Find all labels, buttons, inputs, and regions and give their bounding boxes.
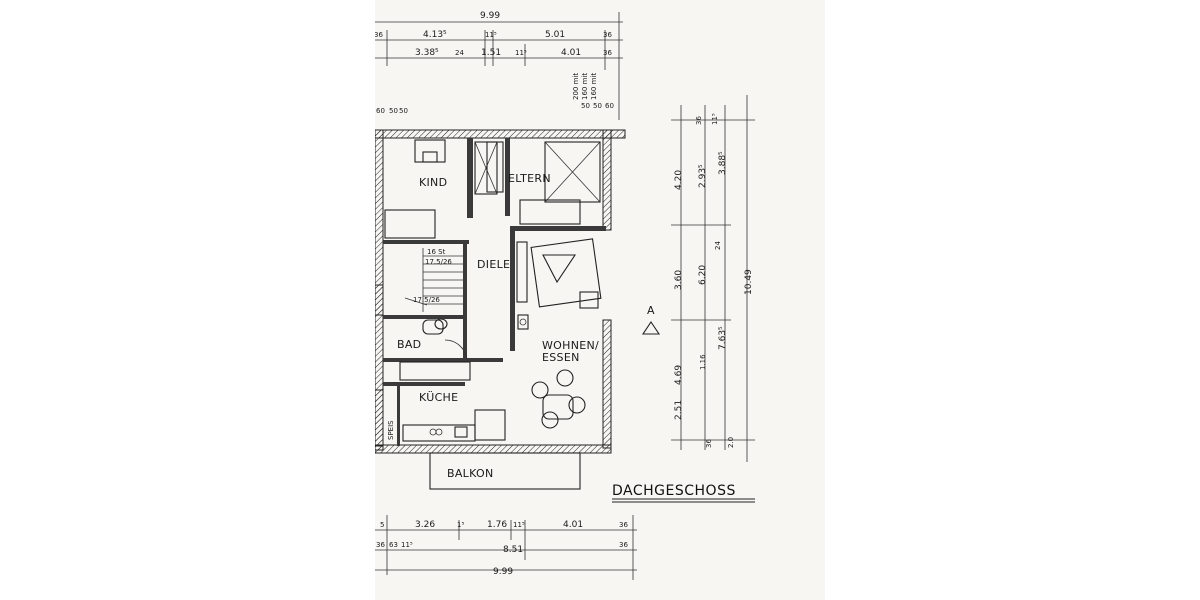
right-dim-2-5: 7.63⁵ xyxy=(718,326,728,350)
top-dim-2-2: 24 xyxy=(455,49,464,57)
bottom-dim-2-3: 11⁵ xyxy=(401,541,413,549)
bottom-dim-1-1: 5 xyxy=(380,521,384,529)
window-note-3: 160 mit xyxy=(590,73,598,100)
bottom-dimension-chains: 5 3.26 1⁵ 1.76 11⁵ 4.01 36 36 63 11⁵ 8.5… xyxy=(375,515,637,580)
room-balkon: BALKON xyxy=(447,467,494,480)
room-diele: DIELE xyxy=(477,258,510,271)
top-dim-1-3: 11⁵ xyxy=(485,31,497,39)
bottom-dim-1-7: 36 xyxy=(619,521,628,529)
top-dim-3-6: 60 xyxy=(605,102,614,110)
room-bad: BAD xyxy=(397,338,421,351)
top-dim-2-3: 1.51 xyxy=(481,48,501,58)
room-kind: KIND xyxy=(419,176,447,189)
staircase: 16 St 17.5/26 17.5/26 xyxy=(404,248,463,312)
stair-note-b: 17.5/26 xyxy=(425,258,452,266)
top-dim-3-5: 50 xyxy=(593,102,602,110)
bottom-dim-1-5: 11⁵ xyxy=(513,521,525,529)
section-marker: A xyxy=(641,304,661,335)
right-dim-3-3: 2.0 xyxy=(727,437,735,448)
top-dim-1-2: 4.13⁵ xyxy=(423,30,447,40)
right-dim-1-3: 4.69 xyxy=(674,365,684,385)
right-dim-2-1: 36 xyxy=(695,116,703,125)
top-dim-3-2: 50 xyxy=(389,107,398,115)
top-dim-2-5: 4.01 xyxy=(561,48,581,58)
bottom-total-dim: 9.99 xyxy=(493,567,513,577)
stair-note-a: 16 St xyxy=(427,248,446,256)
top-dim-1-4: 5.01 xyxy=(545,30,565,40)
balcony-outline xyxy=(429,452,581,490)
room-kueche: KÜCHE xyxy=(419,391,458,404)
floor-plan-drawing: 9.99 36 4.13⁵ 11⁵ 5.01 36 3.38⁵ 24 1.51 … xyxy=(375,11,755,580)
sheet-title: DACHGESCHOSS xyxy=(612,483,736,499)
right-dim-2-6: 1.16 xyxy=(699,354,707,370)
right-total-dim: 10.49 xyxy=(744,269,754,295)
room-eltern: ELTERN xyxy=(508,172,551,185)
top-dim-3-3: 50 xyxy=(399,107,408,115)
room-labels: KIND ELTERN DIELE BAD WOHNEN/ ESSEN KÜCH… xyxy=(387,172,599,480)
top-dim-2-1: 3.38⁵ xyxy=(415,48,439,58)
right-dim-1-2: 3.60 xyxy=(674,270,684,290)
bottom-dim-2-4: 8.51 xyxy=(503,545,523,555)
room-wohnen-2: ESSEN xyxy=(542,351,580,364)
right-dim-2-4: 6.20 xyxy=(698,265,708,285)
stair-note-c: 17.5/26 xyxy=(413,296,440,304)
right-dim-3-1: 3.88⁵ xyxy=(718,151,728,175)
bottom-dim-2-1: 36 xyxy=(376,541,385,549)
top-dimension-chains: 9.99 36 4.13⁵ 11⁵ 5.01 36 3.38⁵ 24 1.51 … xyxy=(375,11,623,120)
top-total-dim: 9.99 xyxy=(480,11,500,21)
bottom-dim-1-4: 1.76 xyxy=(487,520,507,530)
room-wohnen-1: WOHNEN/ xyxy=(542,339,599,352)
right-dim-2-3: 11⁵ xyxy=(711,113,719,125)
top-dim-1-5: 36 xyxy=(603,31,612,39)
right-dim-3-2: 24 xyxy=(714,241,722,250)
right-dim-2-2: 2.93⁵ xyxy=(698,164,708,188)
right-dimension-chains: 4.20 3.60 4.69 36 2.93⁵ 11⁵ 6.20 7.63⁵ 1… xyxy=(671,95,755,462)
bottom-dim-1-2: 3.26 xyxy=(415,520,435,530)
bottom-dim-2-2: 63 xyxy=(389,541,398,549)
furnishings: 16 St 17.5/26 17.5/26 xyxy=(375,139,602,490)
window-note-2: 160 mit xyxy=(581,73,589,100)
bottom-dim-2-5: 36 xyxy=(619,541,628,549)
top-dim-2-6: 36 xyxy=(603,49,612,57)
top-dim-3-4: 50 xyxy=(581,102,590,110)
room-speis: SPEIS xyxy=(387,420,395,440)
section-marker-label: A xyxy=(647,304,655,317)
top-dim-2-4: 11⁵ xyxy=(515,49,527,57)
right-dim-2-7: 2.51 xyxy=(674,400,684,420)
window-note-1: 200 mit xyxy=(572,73,580,100)
right-dim-1-1: 4.20 xyxy=(674,170,684,190)
bottom-dim-1-3: 1⁵ xyxy=(457,521,464,529)
right-dim-2-8: 36 xyxy=(705,439,713,448)
bottom-dim-1-6: 4.01 xyxy=(563,520,583,530)
top-dim-1-1: 36 xyxy=(375,31,383,39)
floor-plan-sheet: 9.99 36 4.13⁵ 11⁵ 5.01 36 3.38⁵ 24 1.51 … xyxy=(375,0,825,600)
top-dim-3-1: 60 xyxy=(376,107,385,115)
